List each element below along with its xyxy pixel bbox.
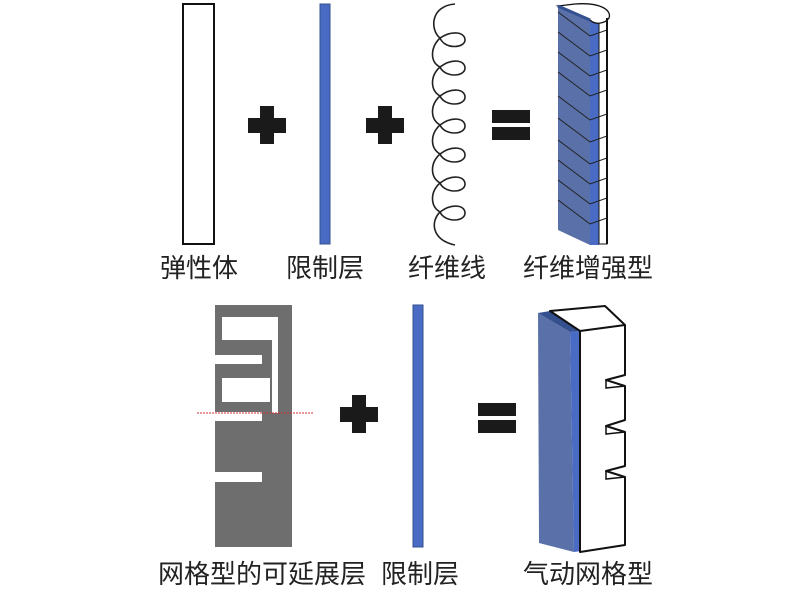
fiber-reinforced-actuator <box>555 3 611 245</box>
label-fiber: 纤维线 <box>407 254 487 284</box>
mesh-extensible-layer-shape <box>197 305 313 547</box>
pneunet-actuator <box>538 305 626 553</box>
label-limit-layer: 限制层 <box>285 254 365 284</box>
plus-icon <box>248 106 286 144</box>
plus-icon <box>366 106 404 144</box>
plus-icon <box>340 395 378 433</box>
label-mesh-layer: 网格型的可延展层 <box>157 560 367 590</box>
equals-icon <box>478 403 516 433</box>
label-elastomer: 弹性体 <box>159 254 239 284</box>
label-pneunet: 气动网格型 <box>522 560 654 590</box>
label-fiber-reinforced: 纤维增强型 <box>522 254 654 284</box>
label-limit-layer-2: 限制层 <box>380 560 460 590</box>
equals-icon <box>492 110 530 140</box>
limit-layer-shape <box>319 3 331 245</box>
fiber-coil-shape <box>431 3 466 246</box>
elastomer-shape <box>182 3 215 245</box>
limit-layer-shape <box>412 304 424 548</box>
